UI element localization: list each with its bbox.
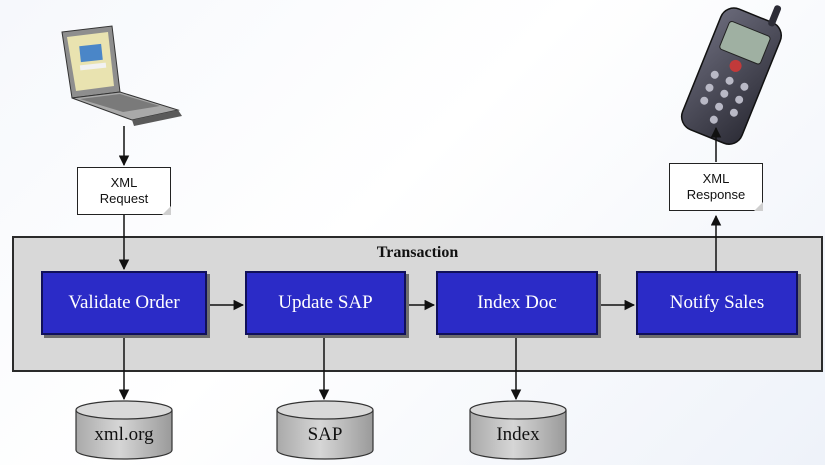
database-xmlorg-label: xml.org — [94, 424, 154, 445]
mobile-phone-icon — [680, 5, 782, 145]
xml-request-line1: XML — [110, 175, 138, 190]
database-sap-cylinder — [276, 400, 374, 460]
xml-request-line2: Request — [99, 191, 149, 206]
step-update-sap[interactable]: Update SAP — [245, 271, 406, 335]
xml-response-line2: Response — [686, 187, 746, 202]
transaction-title: Transaction — [376, 244, 459, 261]
step-index-doc[interactable]: Index Doc — [436, 271, 598, 335]
database-xmlorg-cylinder — [75, 400, 173, 460]
xml-request-note: XML Request — [77, 167, 171, 215]
database-index-label: Index — [496, 424, 540, 445]
step-notify-sales[interactable]: Notify Sales — [636, 271, 798, 335]
xml-response-line1: XML — [702, 171, 730, 186]
xml-response-note: XML Response — [669, 163, 763, 211]
laptop-icon — [61, 25, 182, 126]
step-validate-order[interactable]: Validate Order — [41, 271, 207, 335]
database-sap-label: SAP — [307, 424, 343, 445]
database-index-cylinder — [469, 400, 567, 460]
